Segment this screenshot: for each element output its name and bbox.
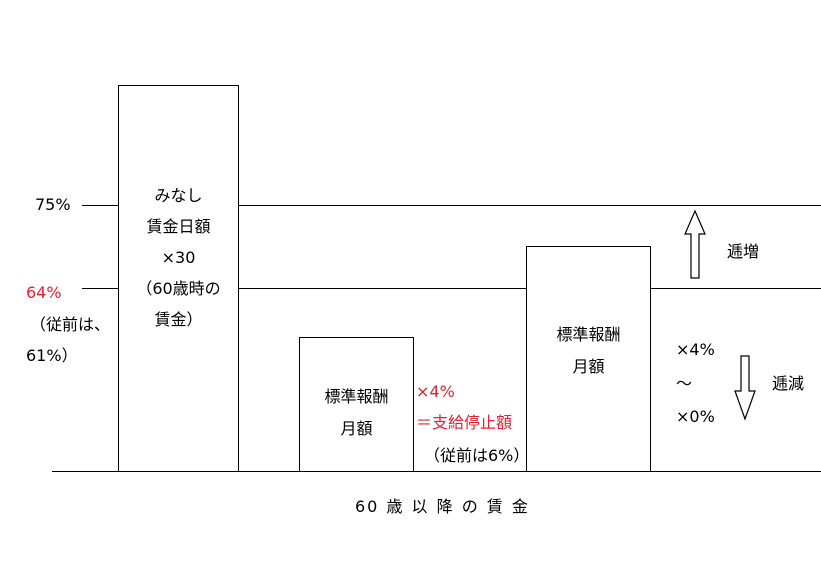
line-64 [82, 288, 821, 289]
bar-deemed-wage-line5: 賃金） [154, 310, 203, 329]
suspension-rate: ×4% [416, 382, 455, 401]
bar-deemed-wage-line2: 賃金日額 [146, 217, 211, 236]
label-decrease: 逓減 [772, 374, 805, 393]
label-increase: 逓増 [727, 242, 760, 261]
line-75 [238, 205, 821, 206]
bar-standard-low-line2: 月額 [340, 419, 373, 438]
bar-standard-low-line1: 標準報酬 [324, 387, 389, 406]
rate-bottom: ×0% [676, 407, 715, 426]
bar-deemed-wage: みなし 賃金日額 ×30 （60歳時の 賃金） [118, 85, 239, 472]
bar-deemed-wage-line4: （60歳時の [136, 279, 221, 298]
bar-standard-low: 標準報酬 月額 [299, 337, 414, 472]
label-75: 75% [35, 195, 71, 214]
rate-top: ×4% [676, 340, 715, 359]
suspension-prev: （従前は6%） [424, 446, 530, 465]
bar-standard-high: 標準報酬 月額 [526, 246, 651, 472]
bar-standard-high-line1: 標準報酬 [556, 325, 621, 344]
line-75-left [82, 205, 118, 206]
label-prev-line2: 61%） [26, 346, 78, 365]
bar-standard-high-line2: 月額 [572, 357, 605, 376]
baseline [52, 471, 821, 472]
rate-tilde: ～ [676, 374, 693, 393]
x-axis-label: 60 歳 以 降 の 賃 金 [355, 497, 530, 516]
suspension-label: ＝支給停止額 [416, 413, 513, 432]
down-arrow-icon [734, 355, 756, 421]
label-64: 64% [26, 283, 62, 302]
bar-deemed-wage-line3: ×30 [161, 248, 196, 267]
up-arrow-icon [684, 209, 706, 279]
label-prev-line1: （従前は、 [30, 315, 111, 334]
bar-deemed-wage-line1: みなし [154, 186, 203, 205]
